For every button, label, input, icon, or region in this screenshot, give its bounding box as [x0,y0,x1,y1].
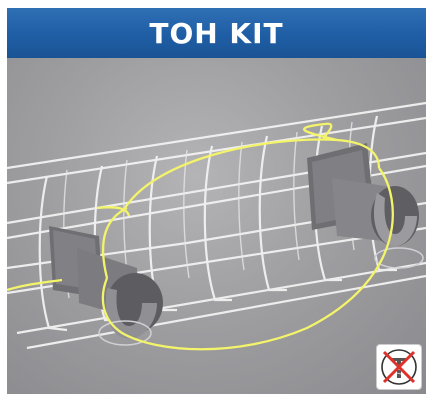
support-wire [7,122,394,351]
no-bolt-badge [376,344,422,390]
banner-title: TOH KIT [149,16,284,50]
right-hanger [307,143,424,269]
product-photo [7,58,426,394]
title-banner: TOH KIT [7,8,426,58]
no-bolt-icon [381,349,417,385]
left-hanger [49,226,163,346]
cable-tray-illustration [7,101,426,351]
